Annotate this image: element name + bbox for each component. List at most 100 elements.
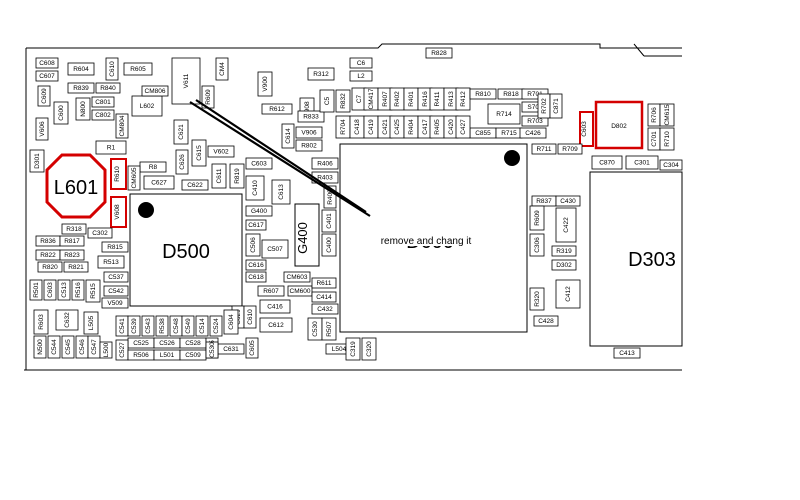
component-label: R404 xyxy=(408,119,415,135)
component-107: C604 xyxy=(223,309,239,335)
component-15: CM806 xyxy=(141,85,169,97)
component-label: S701 xyxy=(527,104,543,111)
component-64: C855 xyxy=(469,127,497,139)
component-label: C526 xyxy=(159,340,175,347)
component-19: CM4 xyxy=(215,57,229,81)
component-36: C603 xyxy=(245,157,273,170)
component-label: V611 xyxy=(183,73,190,88)
component-label: C545 xyxy=(65,339,72,355)
ic-d500-label: D500 xyxy=(162,241,210,263)
component-label: R1 xyxy=(107,145,116,152)
component-106: C610 xyxy=(243,305,257,329)
component-35: V602 xyxy=(207,145,235,158)
component-label: C530 xyxy=(209,342,216,358)
component-162: C526 xyxy=(153,337,181,349)
component-label: C306 xyxy=(534,237,541,253)
highlight-v608: V608 xyxy=(110,196,127,228)
component-119: C306 xyxy=(529,233,545,257)
component-g400: G400 xyxy=(294,203,320,267)
component-label: R319 xyxy=(556,248,572,255)
component-label: C603 xyxy=(251,161,267,168)
component-38: R819 xyxy=(229,163,245,189)
component-115: R837 xyxy=(531,195,557,207)
component-124: C428 xyxy=(533,315,559,327)
component-133: R820 xyxy=(37,261,63,273)
component-138: R501 xyxy=(29,279,43,301)
component-label: C617 xyxy=(248,222,264,229)
component-139: C603 xyxy=(43,279,57,301)
component-72: R404 xyxy=(403,115,419,139)
component-label: R818 xyxy=(503,91,519,98)
component-label: C608 xyxy=(39,60,55,67)
component-30: C627 xyxy=(143,175,175,190)
component-25: L2 xyxy=(349,70,373,82)
component-label: R836 xyxy=(40,238,56,245)
component-label: L501 xyxy=(160,352,175,359)
component-label: C422 xyxy=(563,217,570,233)
component-11: C600 xyxy=(53,101,69,125)
component-163: C528 xyxy=(179,337,207,349)
highlight-c603: C603 xyxy=(579,111,594,147)
component-5: C607 xyxy=(35,70,59,82)
component-label: R609 xyxy=(205,89,212,105)
component-label: G400 xyxy=(251,208,267,215)
component-169: C530 xyxy=(205,341,219,359)
component-label: C513 xyxy=(61,282,68,298)
component-135: R815 xyxy=(101,241,129,253)
component-170: L500 xyxy=(99,341,113,359)
component-77: R706 xyxy=(647,103,661,127)
component-79: C701 xyxy=(647,127,661,151)
component-98: CM603 xyxy=(283,271,311,283)
component-76: C427 xyxy=(455,115,471,139)
component-59: R714 xyxy=(487,103,521,125)
component-22: R312 xyxy=(307,67,335,81)
component-48: CM417 xyxy=(363,87,379,111)
component-label: R603 xyxy=(38,314,45,330)
component-label: R407 xyxy=(382,91,389,107)
component-label: C400 xyxy=(326,237,333,253)
component-label: C612 xyxy=(268,322,284,329)
annotation-lines xyxy=(189,99,371,217)
component-label: CM806 xyxy=(145,88,166,95)
component-label: C401 xyxy=(326,213,333,229)
component-42: V906 xyxy=(295,126,323,139)
component-130: R817 xyxy=(59,235,85,247)
component-89: C401 xyxy=(321,209,337,233)
component-label: R8 xyxy=(149,164,158,171)
component-label: V908 xyxy=(304,101,311,117)
ic-d303: D303 xyxy=(589,171,683,347)
component-label: C701 xyxy=(651,131,658,147)
component-label: CM600 xyxy=(290,288,311,295)
component-116: C430 xyxy=(555,195,581,207)
component-132: R823 xyxy=(59,249,85,261)
component-label: R702 xyxy=(541,98,548,114)
component-label: CM615 xyxy=(664,104,671,125)
component-91: G400 xyxy=(245,205,273,217)
component-label: R605 xyxy=(130,66,146,73)
component-label: R710 xyxy=(664,131,671,147)
component-label: C622 xyxy=(187,182,203,189)
annotation-text: remove and chang it xyxy=(381,236,472,247)
component-label: C801 xyxy=(95,99,111,106)
component-label: R403 xyxy=(317,175,333,182)
component-label: R815 xyxy=(107,244,123,251)
component-93: C506 xyxy=(245,233,261,257)
component-label: C609 xyxy=(41,88,48,104)
component-148: N500 xyxy=(33,335,47,359)
component-143: C542 xyxy=(103,285,129,297)
component-40: C613 xyxy=(271,179,291,205)
component-label: C506 xyxy=(250,237,257,253)
component-108: C605 xyxy=(245,337,259,359)
component-55: R412 xyxy=(455,87,471,111)
component-144: V509 xyxy=(101,297,129,309)
component-label: D301 xyxy=(34,153,41,169)
component-label: C7 xyxy=(356,94,363,103)
component-103: C416 xyxy=(259,299,291,314)
component-label: R822 xyxy=(40,252,56,259)
component-label: C613 xyxy=(278,184,285,200)
component-99: CM600 xyxy=(287,285,313,297)
highlight-r610: R610 xyxy=(110,158,127,190)
component-label: R828 xyxy=(431,50,447,57)
component-label: R609 xyxy=(534,210,541,226)
